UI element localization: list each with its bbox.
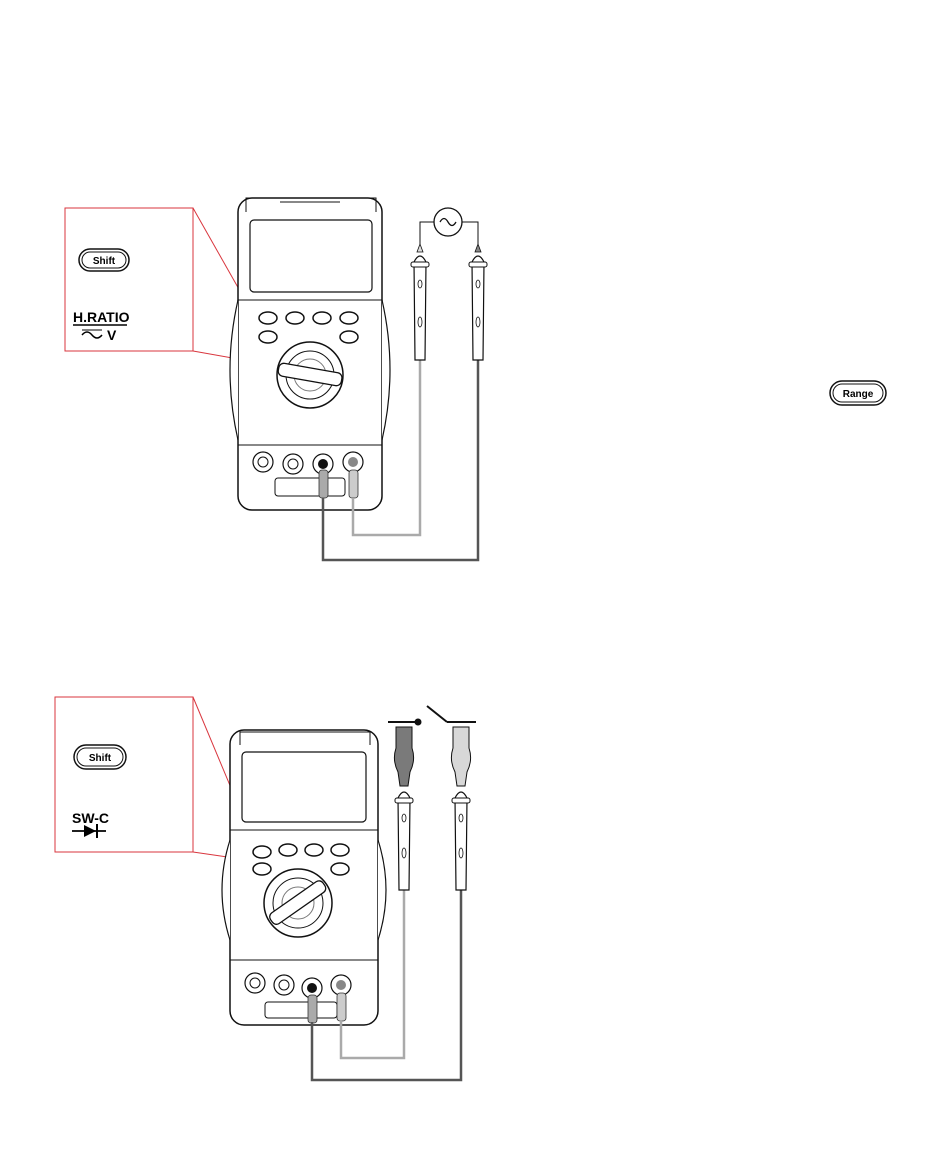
multimeter-1 [230, 198, 390, 510]
switch-icon [388, 706, 476, 726]
callout-box-2 [55, 697, 193, 852]
multimeter-2 [222, 730, 386, 1025]
shift-key-2 [253, 846, 271, 858]
hratio-label: H.RATIO [73, 309, 130, 325]
range-label: Range [843, 389, 874, 400]
range-button: Range [830, 381, 886, 405]
probe-left-1 [411, 244, 429, 360]
voltage-label: V [107, 327, 117, 343]
meter-display-1 [250, 220, 372, 292]
figure-1-hratio: Shift H.RATIO V [65, 198, 886, 560]
ac-wave-icon [82, 332, 102, 338]
ac-source-icon [420, 208, 478, 244]
figure-2-swc: Shift SW-C [55, 697, 476, 1080]
swc-label: SW-C [72, 810, 109, 826]
shift-key-1 [259, 331, 277, 343]
shift-button-callout-2: Shift [74, 745, 126, 769]
diode-icon [72, 824, 106, 838]
shift-label-2: Shift [89, 753, 112, 764]
probe-left-2 [394, 727, 413, 890]
alligator-clip-light [451, 727, 470, 786]
shift-label-1: Shift [93, 256, 116, 267]
probe-right-1 [469, 244, 487, 360]
alligator-clip-dark [394, 727, 413, 786]
rotary-dial-2 [264, 869, 332, 937]
meter-display-2 [242, 752, 366, 822]
probe-right-2 [451, 727, 470, 890]
rotary-dial-1 [277, 342, 343, 408]
shift-button-callout-1: Shift [79, 249, 129, 271]
